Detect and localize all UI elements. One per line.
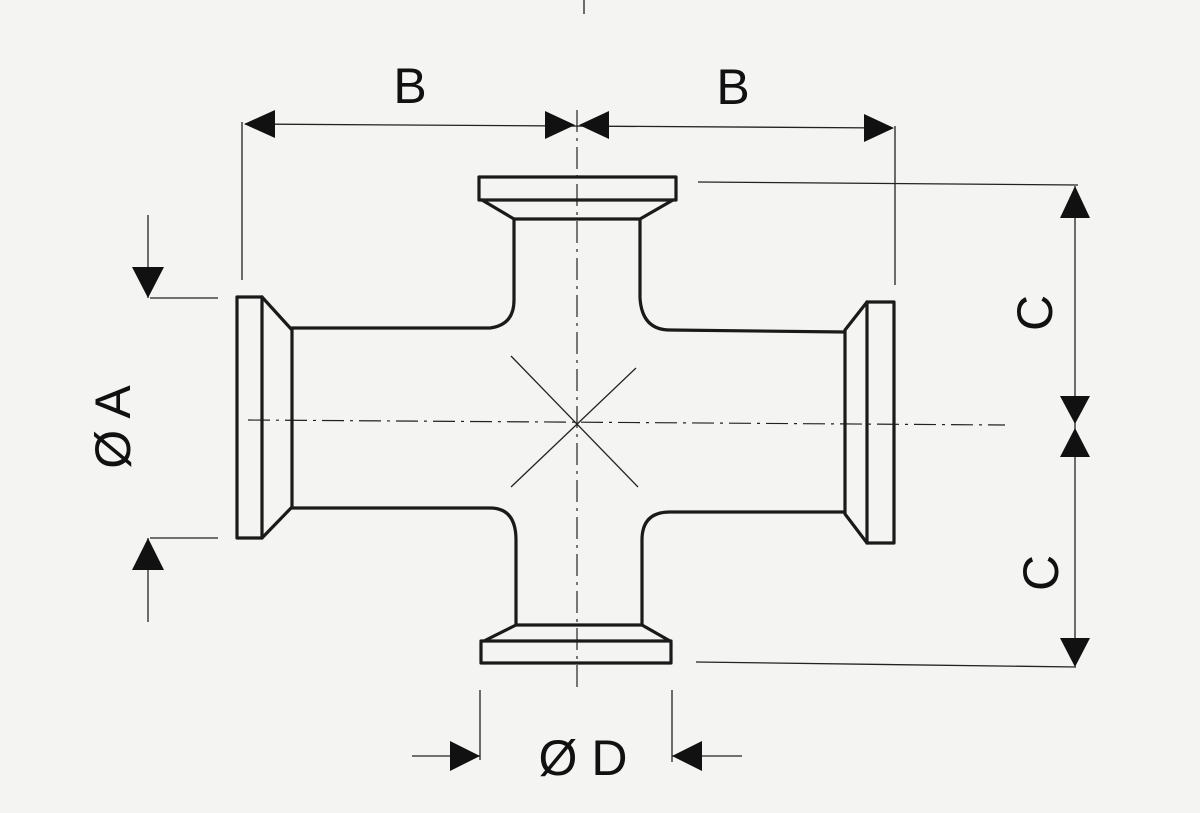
extension-lines: [150, 122, 1079, 762]
bottom-ferrule: [479, 623, 673, 665]
d-arrow-left: [450, 741, 480, 771]
centerlines: [247, 0, 1006, 690]
dimension-b: B B: [244, 58, 894, 142]
dimension-d: Ø D: [412, 730, 742, 786]
center-x-mark: [510, 355, 639, 488]
b-arrow-center-left: [545, 111, 575, 139]
dimension-label-c-upper: C: [1007, 295, 1063, 331]
dimension-label-dia-d: Ø D: [539, 730, 628, 786]
a-arrow-top: [132, 267, 164, 298]
dimension-label-c-lower: C: [1013, 555, 1069, 591]
dimension-label-b-right: B: [716, 59, 749, 115]
c-arrow-mid-down: [1060, 428, 1090, 457]
d-arrow-right: [672, 741, 702, 771]
b-arrow-right-end: [864, 114, 894, 142]
c-arrow-top: [1060, 186, 1090, 218]
dimension-a: Ø A: [85, 215, 164, 622]
dimension-c: C C: [1007, 186, 1090, 667]
left-ferrule: [235, 295, 294, 540]
b-arrow-center-right: [579, 111, 609, 139]
top-ferrule: [477, 175, 678, 221]
horizontal-centerline: [247, 419, 1006, 426]
dimension-label-dia-a: Ø A: [85, 385, 141, 469]
right-ferrule: [843, 300, 896, 545]
c-arrow-bottom: [1060, 638, 1090, 667]
c-arrow-mid-up: [1060, 396, 1090, 424]
cross-body-outline: [290, 218, 847, 627]
dimension-label-b-left: B: [393, 58, 426, 114]
b-arrow-left-end: [244, 110, 275, 138]
a-arrow-bottom: [132, 538, 164, 570]
